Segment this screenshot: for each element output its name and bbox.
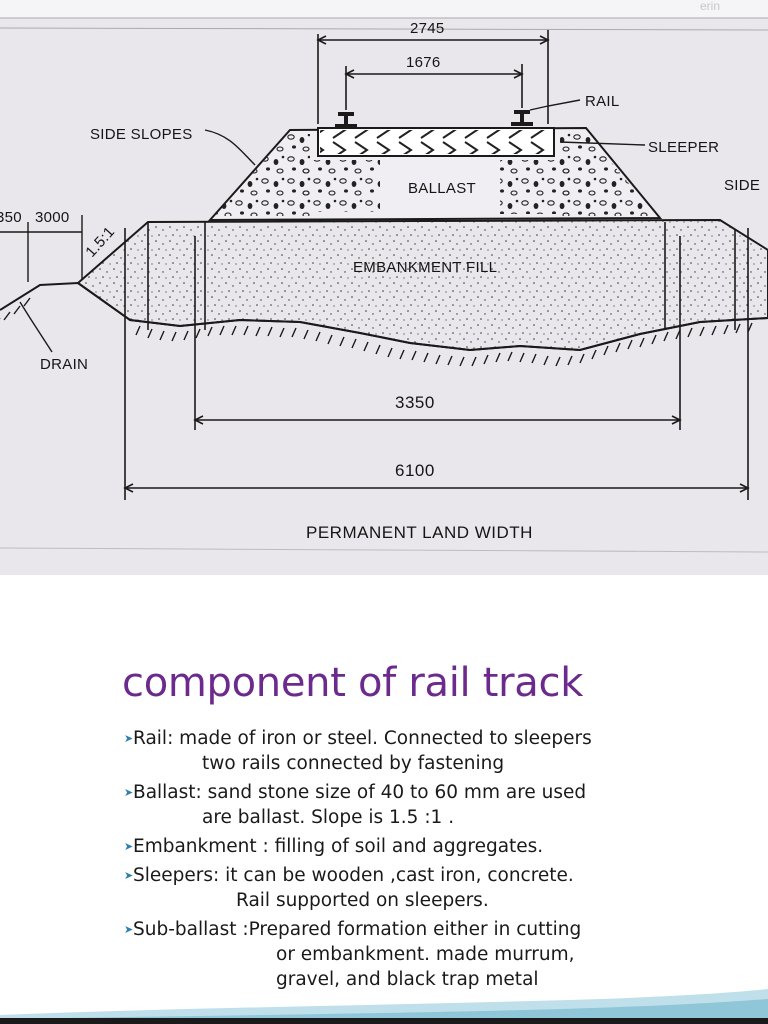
dimension-3350: 3350: [395, 393, 435, 412]
top-dimension-lines: [316, 30, 550, 124]
list-item: ➤Rail: made of iron or steel. Connected …: [124, 726, 724, 776]
ballast-gravel-right: [500, 160, 570, 214]
arrowhead-bullet-icon: ➤: [124, 923, 134, 936]
dimension-left-350: 350: [0, 209, 22, 226]
arrowhead-bullet-icon: ➤: [124, 840, 134, 853]
bullet-text: Sleepers: it can be wooden ,cast iron, c…: [133, 865, 574, 886]
bottom-dimension-lines: [123, 222, 750, 500]
rail-label: RAIL: [585, 93, 620, 110]
list-item: ➤Embankment : filling of soil and aggreg…: [124, 834, 724, 859]
bullet-text: Rail: made of iron or steel. Connected t…: [133, 728, 592, 749]
bullet-text-continuation: Rail supported on sleepers.: [236, 890, 489, 911]
side-label-cut: SIDE: [724, 177, 760, 194]
permanent-land-width-label: PERMANENT LAND WIDTH: [306, 523, 533, 542]
drain-label: DRAIN: [40, 356, 88, 373]
sleeper-hatching: [320, 130, 552, 154]
rail-left: [335, 112, 357, 128]
rail-right: [511, 110, 533, 126]
bleed-through-text: [0, 0, 768, 553]
bullet-text: Sub-ballast :Prepared formation either i…: [133, 919, 582, 940]
dimension-1676: 1676: [406, 54, 441, 71]
bullet-text: Embankment : filling of soil and aggrega…: [133, 836, 544, 857]
dimension-left-3000: 3000: [35, 209, 70, 226]
bullet-text-continuation: two rails connected by fastening: [202, 753, 505, 774]
bullet-text-continuation: or embankment. made murrum,: [276, 944, 575, 965]
arrowhead-bullet-icon: ➤: [124, 786, 134, 799]
ballast-gravel-right2: [560, 132, 656, 216]
ballast-label: BALLAST: [408, 180, 476, 197]
arrowhead-bullet-icon: ➤: [124, 869, 134, 882]
sleeper-label: SLEEPER: [648, 139, 719, 156]
leader-lines: [0, 99, 646, 353]
list-item: ➤Sub-ballast :Prepared formation either …: [124, 917, 724, 992]
component-bullet-list: ➤Rail: made of iron or steel. Connected …: [124, 726, 724, 996]
dimension-6100: 6100: [395, 461, 435, 480]
ground-line: [0, 281, 768, 352]
railway-cross-section-diagram: erin: [0, 0, 768, 575]
list-item: ➤Sleepers: it can be wooden ,cast iron, …: [124, 863, 724, 913]
bullet-text-continuation: gravel, and black trap metal: [276, 969, 539, 990]
slide-title: component of rail track: [122, 660, 584, 706]
side-slopes-label: SIDE SLOPES: [90, 126, 193, 143]
bullet-text: Ballast: sand stone size of 40 to 60 mm …: [133, 782, 587, 803]
ground-hatching: [0, 297, 753, 367]
ballast-gravel-left2: [300, 160, 380, 212]
page-header-fragment: erin: [700, 0, 720, 13]
ballast-gravel-left: [214, 134, 310, 216]
arrowhead-bullet-icon: ➤: [124, 732, 134, 745]
list-item: ➤Ballast: sand stone size of 40 to 60 mm…: [124, 780, 724, 830]
dimension-2745: 2745: [410, 20, 445, 37]
slide-bottom-wave-decoration: [0, 989, 768, 1024]
bullet-text-continuation: are ballast. Slope is 1.5 :1 .: [202, 807, 455, 828]
embankment-fill-label: EMBANKMENT FILL: [353, 259, 497, 276]
diagram-svg: erin: [0, 0, 768, 553]
